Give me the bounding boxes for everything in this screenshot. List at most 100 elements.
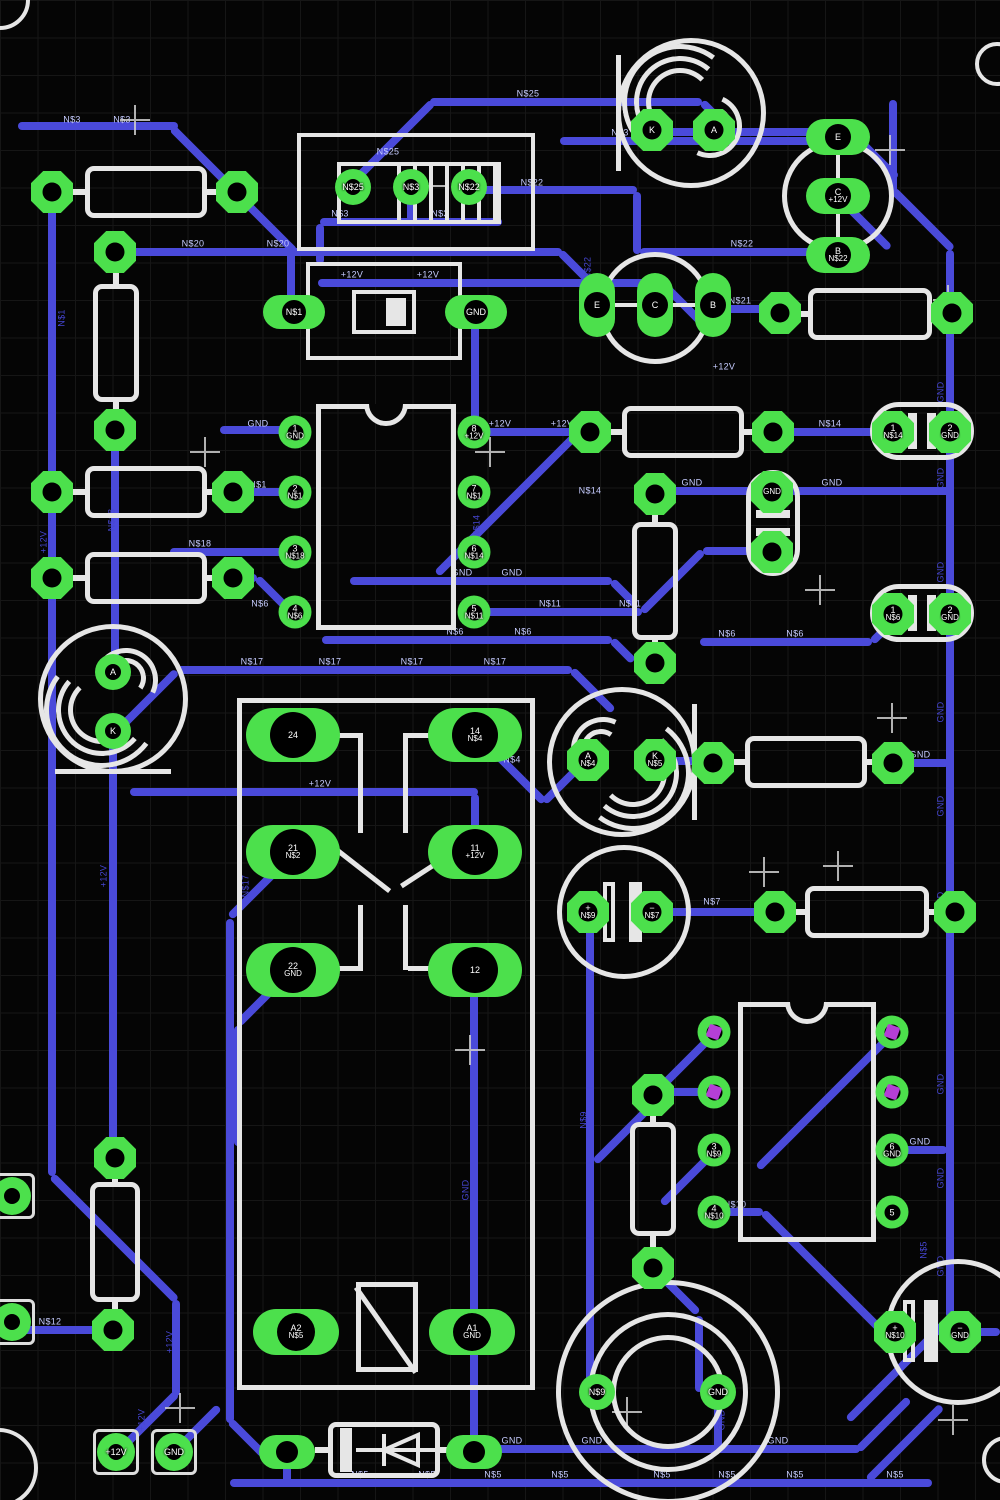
component-body-IC1[interactable] <box>316 404 456 630</box>
through-hole-pad[interactable]: N$22 <box>451 169 487 205</box>
through-hole-pad[interactable] <box>634 473 676 515</box>
through-hole-pad[interactable] <box>94 1137 136 1179</box>
copper-trace[interactable] <box>226 919 234 1423</box>
through-hole-pad[interactable]: C+12V <box>806 178 870 214</box>
through-hole-pad[interactable] <box>634 642 676 684</box>
copper-trace[interactable] <box>897 1146 947 1154</box>
component-body-R2[interactable] <box>93 271 139 415</box>
copper-trace[interactable] <box>475 186 637 194</box>
component-body-R10[interactable] <box>90 1169 140 1315</box>
through-hole-pad[interactable] <box>697 1075 731 1109</box>
copper-trace[interactable] <box>471 316 479 430</box>
component-body-R11[interactable] <box>732 736 880 788</box>
through-hole-pad[interactable]: E <box>806 119 870 155</box>
through-hole-pad[interactable] <box>92 1309 134 1351</box>
copper-trace[interactable] <box>897 759 949 767</box>
copper-trace[interactable] <box>177 666 572 674</box>
through-hole-pad[interactable]: N$9 <box>579 1374 615 1410</box>
component-body-D3[interactable] <box>315 1422 453 1478</box>
copper-trace[interactable] <box>657 1088 713 1096</box>
copper-trace[interactable] <box>609 637 637 665</box>
through-hole-pad[interactable] <box>632 1247 674 1289</box>
component-body-R3[interactable] <box>795 288 945 340</box>
copper-trace[interactable] <box>659 757 713 765</box>
copper-trace[interactable] <box>946 250 954 1318</box>
copper-trace[interactable] <box>316 224 324 264</box>
through-hole-pad[interactable] <box>934 891 976 933</box>
copper-trace[interactable] <box>471 794 479 854</box>
component-body-R5[interactable] <box>72 466 220 518</box>
through-hole-pad[interactable]: N$3 <box>393 169 429 205</box>
through-hole-pad[interactable] <box>875 1015 909 1049</box>
copper-trace[interactable] <box>407 190 415 224</box>
copper-trace[interactable] <box>478 608 642 616</box>
copper-trace[interactable] <box>640 248 838 256</box>
through-hole-pad[interactable]: −GND <box>939 1311 981 1353</box>
copper-trace[interactable] <box>434 429 582 577</box>
copper-trace[interactable] <box>890 187 956 253</box>
copper-trace[interactable] <box>48 584 56 1176</box>
copper-trace[interactable] <box>130 788 478 796</box>
copper-trace[interactable] <box>777 428 895 436</box>
through-hole-pad[interactable] <box>872 742 914 784</box>
through-hole-pad[interactable]: B <box>695 273 731 337</box>
copper-trace[interactable] <box>430 98 702 106</box>
through-hole-pad[interactable]: +12V <box>97 1433 135 1471</box>
through-hole-pad[interactable]: 5 <box>875 1195 909 1229</box>
through-hole-pad[interactable]: A <box>95 654 131 690</box>
component-body-R4[interactable] <box>609 406 757 458</box>
through-hole-pad[interactable]: GND <box>445 295 507 329</box>
component-body-R7[interactable] <box>632 509 678 653</box>
through-hole-pad[interactable] <box>931 292 973 334</box>
copper-trace[interactable] <box>478 428 590 436</box>
copper-trace[interactable] <box>322 636 612 644</box>
through-hole-pad[interactable]: GND <box>155 1433 193 1471</box>
through-hole-pad[interactable] <box>697 1015 731 1049</box>
copper-trace[interactable] <box>109 734 117 1160</box>
through-hole-pad[interactable] <box>212 471 254 513</box>
copper-trace[interactable] <box>633 192 641 254</box>
component-body-LED1[interactable] <box>614 36 766 188</box>
through-hole-pad[interactable] <box>875 1075 909 1109</box>
copper-trace[interactable] <box>350 577 612 585</box>
copper-trace[interactable] <box>16 1326 114 1334</box>
component-body-R6[interactable] <box>72 552 220 604</box>
through-hole-pad[interactable]: K <box>631 109 673 151</box>
through-hole-pad[interactable]: N$1 <box>263 295 325 329</box>
through-hole-pad[interactable]: +N$10 <box>874 1311 916 1353</box>
through-hole-pad[interactable]: N$25 <box>335 169 371 205</box>
copper-trace[interactable] <box>660 487 954 495</box>
copper-trace[interactable] <box>220 426 295 434</box>
through-hole-pad[interactable] <box>31 471 73 513</box>
copper-trace[interactable] <box>718 305 782 313</box>
through-hole-pad[interactable] <box>751 531 793 573</box>
through-hole-pad[interactable]: C <box>637 273 673 337</box>
through-hole-pad[interactable]: A <box>693 109 735 151</box>
through-hole-pad[interactable]: 11+12V <box>428 825 522 879</box>
through-hole-pad[interactable]: E <box>579 273 615 337</box>
component-body-S1[interactable] <box>297 133 535 251</box>
through-hole-pad[interactable]: −N$7 <box>631 891 673 933</box>
copper-trace[interactable] <box>172 1300 180 1396</box>
through-hole-pad[interactable] <box>446 1435 502 1469</box>
copper-trace[interactable] <box>865 1403 945 1483</box>
copper-trace[interactable] <box>889 100 897 194</box>
copper-trace[interactable] <box>470 1336 478 1450</box>
copper-trace[interactable] <box>283 1456 291 1484</box>
